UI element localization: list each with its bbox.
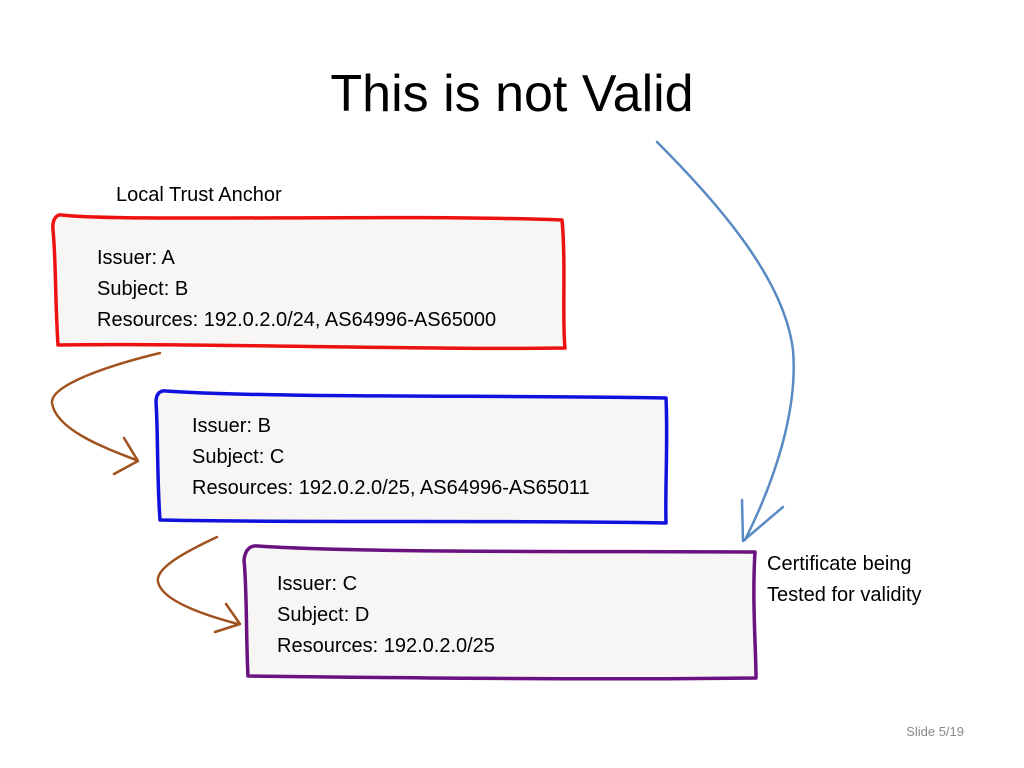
certificate-box-c — [242, 544, 758, 681]
certificate-c-resources: Resources: 192.0.2.0/25 — [277, 635, 495, 657]
tested-note-line-2: Tested for validity — [767, 584, 922, 606]
certificate-c-details: Issuer: C Subject: D Resources: 192.0.2.… — [277, 569, 495, 662]
certificate-a-issuer: Issuer: A — [97, 247, 175, 269]
trust-anchor-label: Local Trust Anchor — [116, 184, 282, 206]
certificate-a-resources: Resources: 192.0.2.0/24, AS64996-AS65000 — [97, 309, 497, 331]
certificate-box-a — [51, 213, 567, 351]
validity-pointer-arrow — [655, 140, 795, 543]
certificate-c-subject: Subject: D — [277, 604, 370, 626]
certificate-c-issuer: Issuer: C — [277, 573, 358, 595]
tested-note-line-1: Certificate being — [767, 553, 912, 575]
certificate-b-subject: Subject: C — [192, 446, 285, 468]
chain-arrow-b-to-c — [156, 535, 242, 634]
certificate-b-details: Issuer: B Subject: C Resources: 192.0.2.… — [192, 411, 590, 504]
certificate-a-subject: Subject: B — [97, 278, 189, 300]
chain-arrow-a-to-b — [50, 351, 162, 476]
certificate-b-resources: Resources: 192.0.2.0/25, AS64996-AS65011 — [192, 477, 590, 499]
certificate-a-details: Issuer: A Subject: B Resources: 192.0.2.… — [97, 243, 496, 336]
certificate-b-issuer: Issuer: B — [192, 415, 271, 437]
slide-number: Slide 5/19 — [906, 724, 964, 739]
tested-certificate-note: Certificate being Tested for validity — [767, 549, 922, 611]
certificate-box-b — [154, 389, 669, 525]
slide-title: This is not Valid — [330, 65, 694, 123]
